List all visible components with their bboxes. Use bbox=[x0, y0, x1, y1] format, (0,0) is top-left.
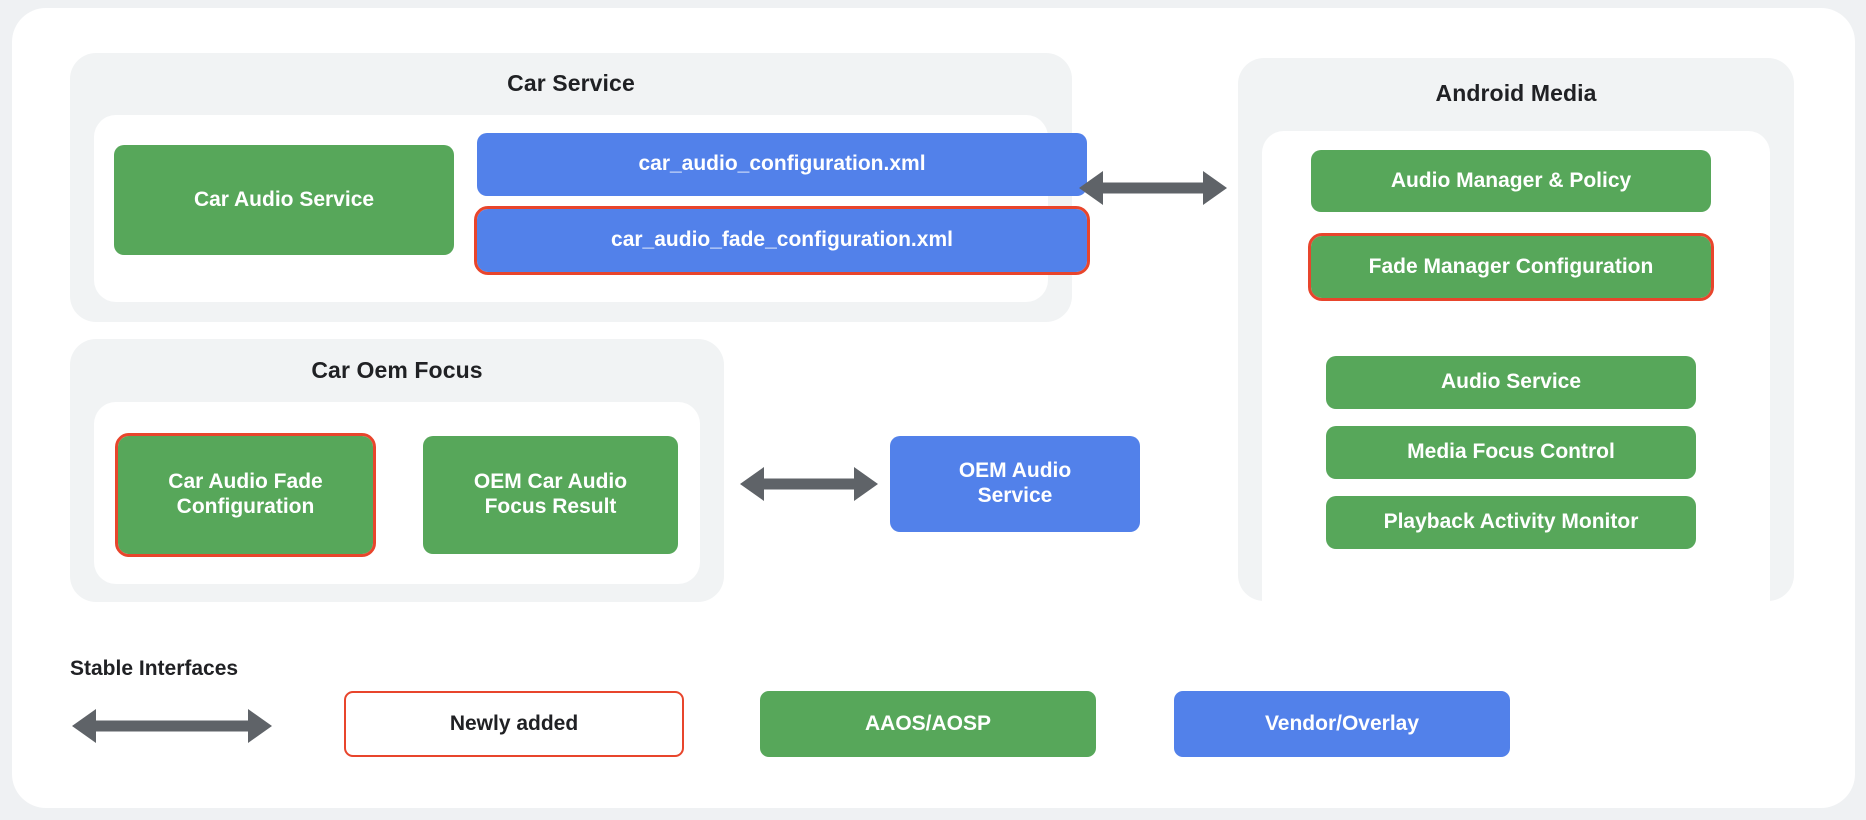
node-car-audio-fade-configuration-xml[interactable]: car_audio_fade_configuration.xml bbox=[474, 206, 1090, 275]
group-android-media: Android Media Audio Manager & Policy Fad… bbox=[1238, 58, 1794, 625]
arrow-bar bbox=[760, 478, 858, 490]
arrow-car-service-to-android-media bbox=[1079, 168, 1227, 208]
node-car-audio-service[interactable]: Car Audio Service bbox=[114, 145, 454, 255]
arrow-head-left bbox=[740, 467, 764, 501]
node-fade-manager-configuration[interactable]: Fade Manager Configuration bbox=[1308, 233, 1714, 301]
node-car-audio-configuration-xml[interactable]: car_audio_configuration.xml bbox=[477, 133, 1087, 196]
group-car-oem-focus-title: Car Oem Focus bbox=[311, 357, 483, 383]
arrow-head-right bbox=[1203, 171, 1227, 205]
legend-item-vendor-overlay[interactable]: Vendor/Overlay bbox=[1174, 691, 1510, 757]
group-car-service-title: Car Service bbox=[507, 70, 635, 96]
arrow-bar bbox=[1099, 182, 1207, 194]
legend-stable-interfaces-label: Stable Interfaces bbox=[70, 657, 239, 680]
node-audio-manager-and-policy[interactable]: Audio Manager & Policy bbox=[1311, 150, 1711, 212]
arrow-head-left bbox=[1079, 171, 1103, 205]
node-oem-car-audio-focus-result[interactable]: OEM Car Audio Focus Result bbox=[423, 436, 678, 554]
group-car-service: Car Service Car Audio Service car_audio_… bbox=[70, 53, 1090, 322]
legend-item-aaos-aosp[interactable]: AAOS/AOSP bbox=[760, 691, 1096, 757]
arrow-head-right bbox=[854, 467, 878, 501]
node-audio-service[interactable]: Audio Service bbox=[1326, 356, 1696, 409]
arrow-car-oem-focus-to-oem-audio-service bbox=[740, 464, 878, 504]
node-car-audio-fade-configuration[interactable]: Car Audio Fade Configuration bbox=[115, 433, 376, 557]
legend-item-newly-added[interactable]: Newly added bbox=[344, 691, 684, 757]
group-android-media-title: Android Media bbox=[1435, 80, 1597, 106]
arrow-legend-stable-interfaces bbox=[72, 706, 272, 746]
arrow-head-left bbox=[72, 709, 96, 743]
group-car-oem-focus: Car Oem Focus Car Audio Fade Configurati… bbox=[70, 339, 724, 602]
node-playback-activity-monitor[interactable]: Playback Activity Monitor bbox=[1326, 496, 1696, 549]
node-oem-audio-service[interactable]: OEM Audio Service bbox=[890, 436, 1140, 532]
node-media-focus-control[interactable]: Media Focus Control bbox=[1326, 426, 1696, 479]
arrow-head-right bbox=[248, 709, 272, 743]
arrow-bar bbox=[92, 720, 252, 732]
